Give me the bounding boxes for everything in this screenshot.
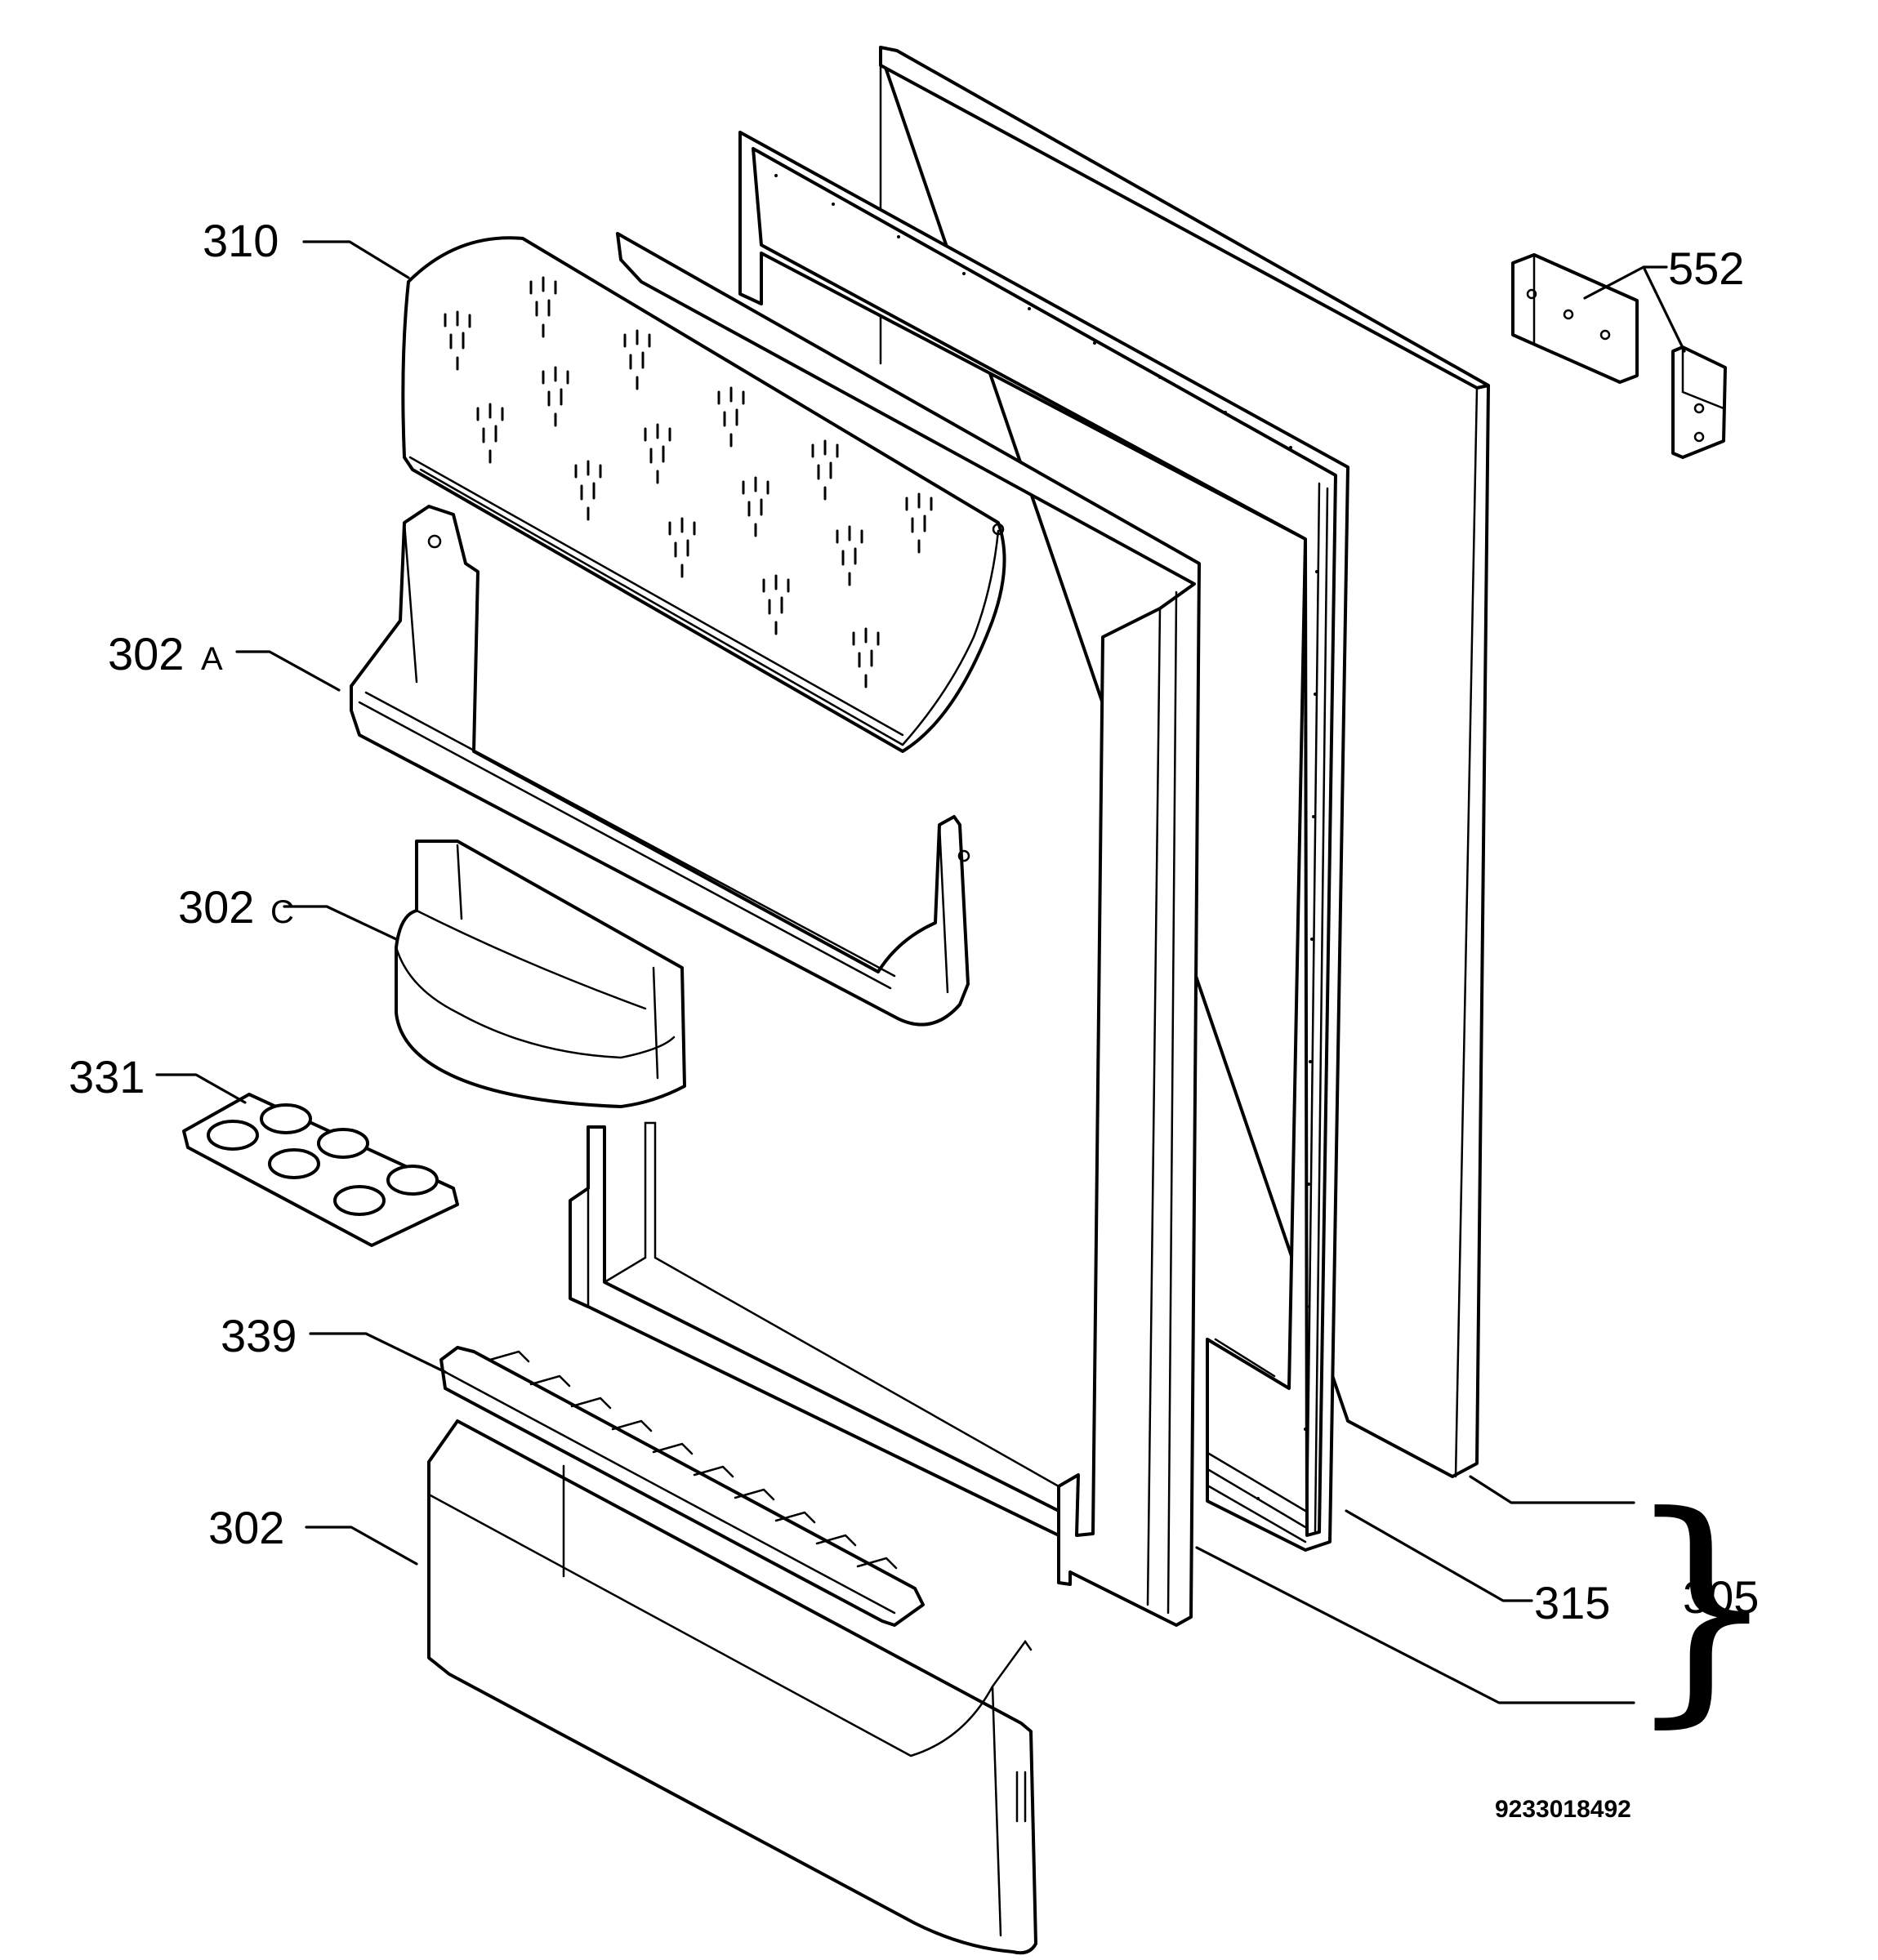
gasket-stipple xyxy=(774,174,1318,1500)
label-302c: 302 xyxy=(178,881,254,933)
part-310-shelf-cover xyxy=(401,236,1006,753)
leader-302a xyxy=(235,650,341,692)
leader-310 xyxy=(302,240,410,279)
label-331: 331 xyxy=(69,1051,145,1102)
brace-305: } xyxy=(1624,1463,1780,1748)
leader-305-top xyxy=(1469,1475,1635,1504)
leader-302c xyxy=(283,905,398,941)
label-302a-suffix: A xyxy=(201,641,223,677)
leader-305-bottom xyxy=(1195,1546,1635,1704)
label-305: 305 xyxy=(1683,1571,1759,1623)
label-552: 552 xyxy=(1668,243,1744,294)
label-302a: 302 xyxy=(108,628,184,679)
door-inner-liner xyxy=(569,232,1201,1627)
part-302c-small-bin xyxy=(395,840,686,1108)
part-302a-door-shelf xyxy=(350,505,970,1027)
part-552-hinge-brackets xyxy=(1511,253,1727,459)
leader-lines xyxy=(155,240,1686,1704)
leader-339 xyxy=(309,1332,447,1374)
label-302c-suffix: C xyxy=(270,894,294,930)
part-339-bottle-retainer xyxy=(439,1346,925,1627)
leader-331 xyxy=(155,1073,247,1104)
retainer-teeth xyxy=(488,1350,898,1570)
label-310: 310 xyxy=(203,215,279,266)
label-339: 339 xyxy=(221,1310,297,1361)
door-gasket xyxy=(738,131,1349,1552)
perforation-pattern xyxy=(444,276,933,688)
label-302: 302 xyxy=(208,1502,284,1553)
drawing-number: 9233018492 xyxy=(1495,1796,1631,1823)
leader-552-b xyxy=(1642,265,1686,353)
leader-315 xyxy=(1345,1509,1533,1602)
leader-302 xyxy=(305,1526,418,1566)
label-315: 315 xyxy=(1534,1577,1610,1628)
part-331-egg-tray xyxy=(182,1093,459,1247)
part-302-bottle-shelf xyxy=(427,1419,1037,1955)
